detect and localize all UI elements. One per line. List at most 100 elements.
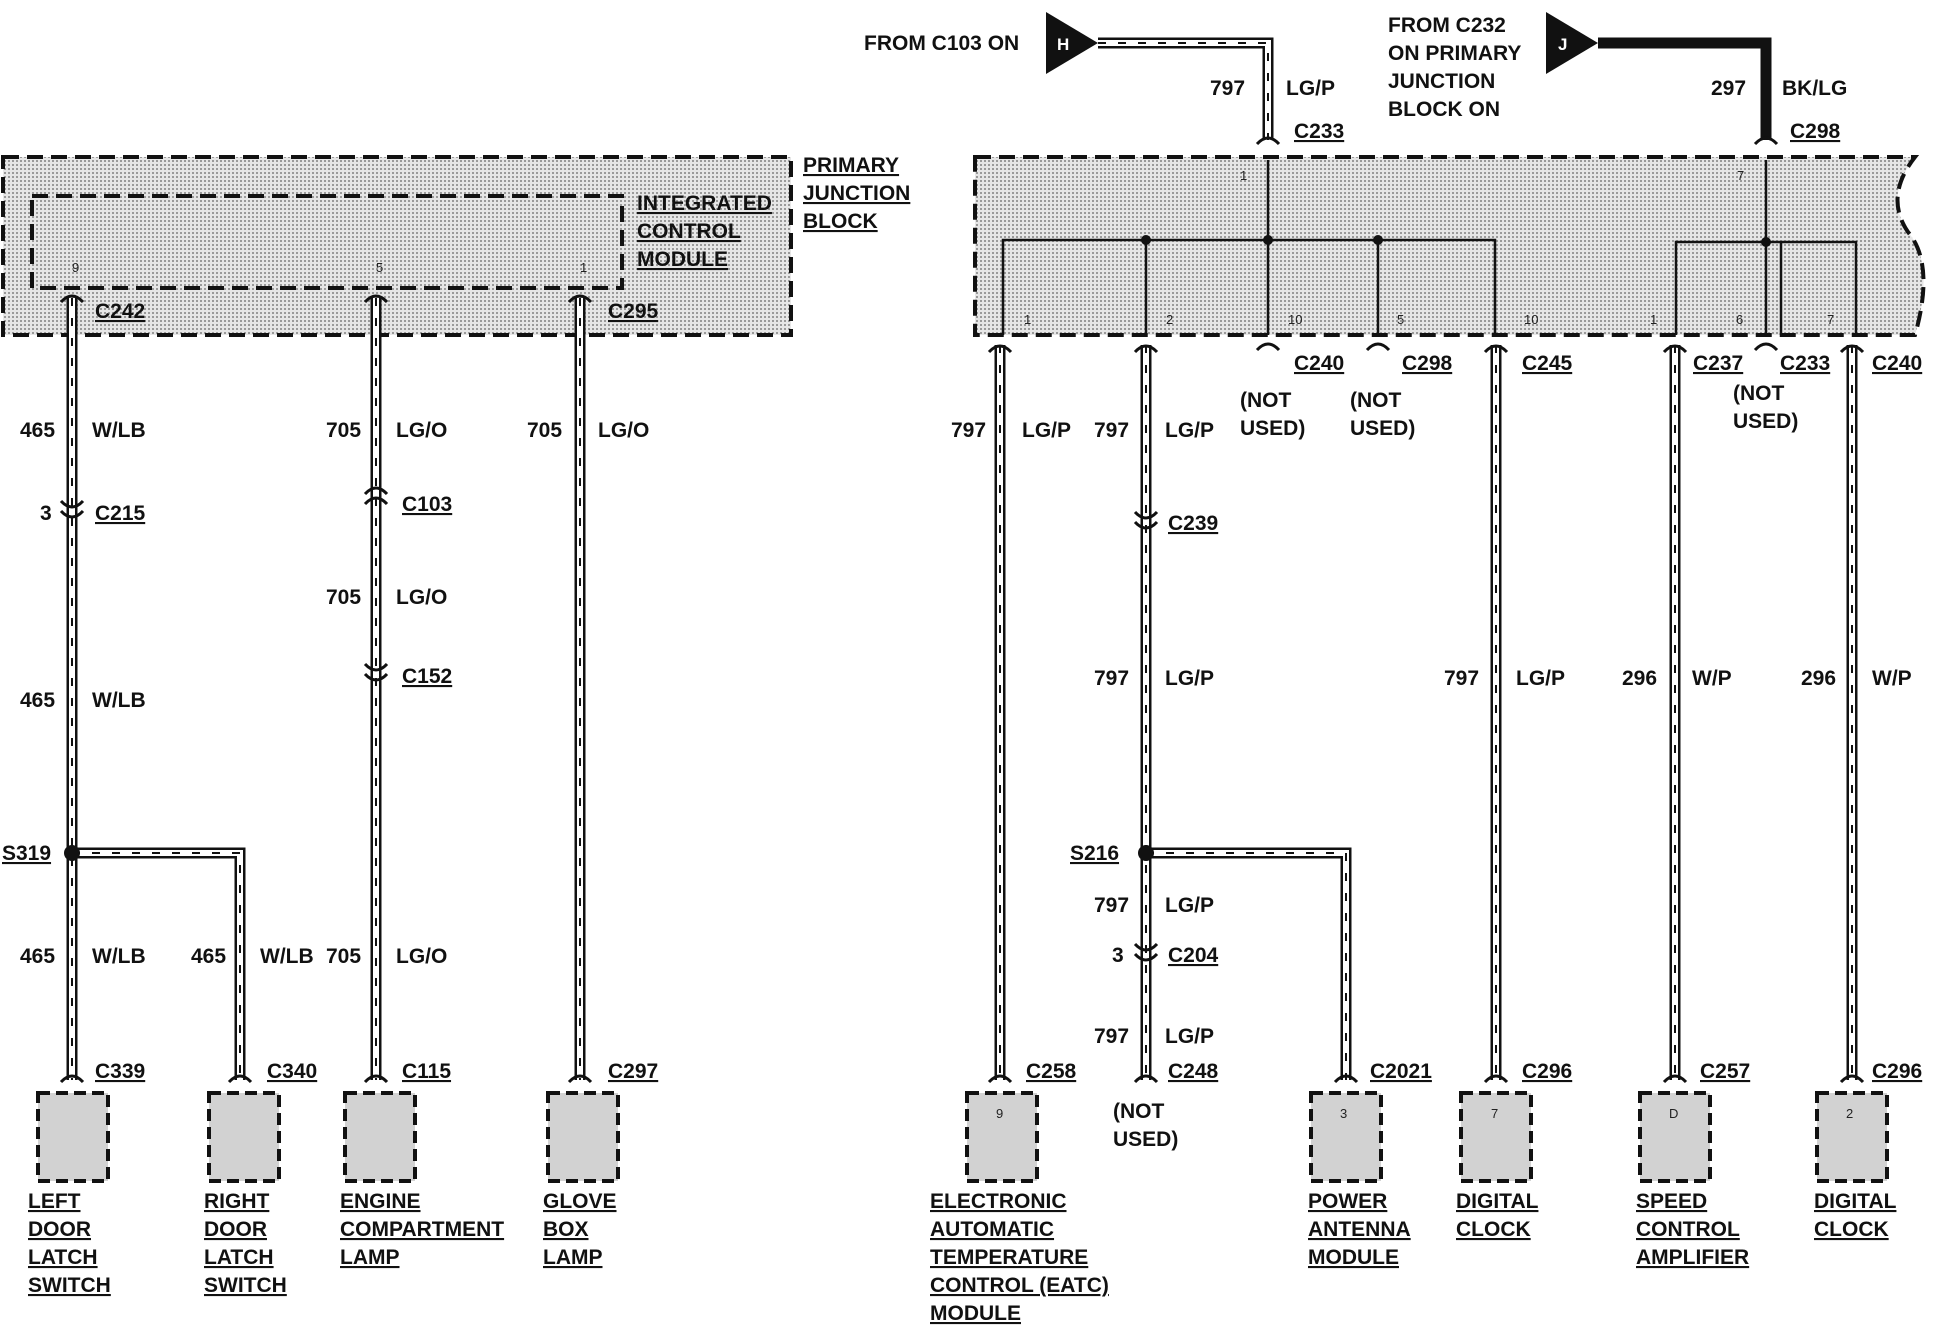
component-label: DOOR <box>204 1218 267 1241</box>
wire-circuit: 797 <box>1210 77 1245 100</box>
connector-label: C239 <box>1168 512 1218 535</box>
component-label: RIGHT <box>204 1190 270 1213</box>
wire-297-source-j <box>1598 37 1772 140</box>
connector-label: C258 <box>1026 1060 1077 1083</box>
icm-label-line: INTEGRATED <box>637 192 772 215</box>
component-glove-box-lamp: GLOVE BOX LAMP <box>543 1091 620 1269</box>
not-used-note: USED) <box>1113 1128 1178 1151</box>
connector-label: C240 <box>1872 352 1922 375</box>
wire-circuit: 797 <box>1094 1025 1129 1048</box>
splice-labels: S319 S216 <box>2 842 1119 865</box>
connector-label: C233 <box>1294 120 1344 143</box>
wire-circuit: 296 <box>1801 667 1836 690</box>
pin-number: 2 <box>1166 312 1173 327</box>
component-label: LAMP <box>340 1246 400 1269</box>
connector-label: C298 <box>1790 120 1841 143</box>
component-label: MODULE <box>930 1302 1021 1325</box>
connector-c237 <box>1662 344 1688 354</box>
component-label: SWITCH <box>28 1274 111 1297</box>
component-label: DIGITAL <box>1814 1190 1897 1213</box>
wire-circuit: 465 <box>191 945 226 968</box>
wire-797-source-h <box>1098 37 1274 140</box>
pin-number: 1 <box>1024 312 1031 327</box>
wire-color: LG/O <box>396 586 447 609</box>
wire-color: W/LB <box>92 945 146 968</box>
not-used-note: USED) <box>1350 417 1415 440</box>
connector-label: C340 <box>267 1060 317 1083</box>
source-j: FROM C232 ON PRIMARY JUNCTION BLOCK ON J <box>1388 12 1598 121</box>
component-label: DOOR <box>28 1218 91 1241</box>
connector-c5 <box>363 294 389 304</box>
wire-circuit: 797 <box>1444 667 1479 690</box>
connector-c2021 <box>1333 1074 1359 1084</box>
source-j-letter: J <box>1558 35 1567 54</box>
component-label: AUTOMATIC <box>930 1218 1054 1241</box>
wire-color: LG/P <box>1286 77 1335 100</box>
icm-label-line: CONTROL <box>637 220 741 243</box>
not-used-note: USED) <box>1733 410 1798 433</box>
pin-number: 9 <box>72 260 79 275</box>
component-left-door-latch-switch: LEFT DOOR LATCH SWITCH <box>28 1091 111 1297</box>
component-pin: 7 <box>1491 1106 1498 1121</box>
connector-c103 <box>363 486 389 506</box>
wire-color: LG/P <box>1165 667 1214 690</box>
source-h: FROM C103 ON H <box>864 12 1098 74</box>
component-label: LATCH <box>204 1246 274 1269</box>
component-label: CONTROL (EATC) <box>930 1274 1109 1297</box>
connector-c152 <box>363 662 389 682</box>
not-used-note: (NOT <box>1733 382 1784 405</box>
component-label: ENGINE <box>340 1190 421 1213</box>
wire-circuit: 465 <box>20 689 55 712</box>
component-digital-clock-b: 2 DIGITAL CLOCK <box>1814 1091 1897 1241</box>
component-right-door-latch-switch: RIGHT DOOR LATCH SWITCH <box>204 1091 287 1297</box>
source-j-text: FROM C232 <box>1388 14 1506 37</box>
connector-c233b <box>1753 342 1779 352</box>
splice-label: S216 <box>1070 842 1119 865</box>
wire-color: W/P <box>1692 667 1732 690</box>
component-label: LATCH <box>28 1246 98 1269</box>
component-label: COMPARTMENT <box>340 1218 504 1241</box>
connector-c339 <box>59 1074 85 1084</box>
component-label: SPEED <box>1636 1190 1707 1213</box>
component-label: BOX <box>543 1218 589 1241</box>
connector-label: C298 <box>1402 352 1453 375</box>
connector-label: C257 <box>1700 1060 1750 1083</box>
component-box <box>207 1091 281 1183</box>
wire-465-right-branch <box>72 847 246 1080</box>
wire-circuit: 705 <box>326 945 361 968</box>
wire-color: LG/O <box>396 419 447 442</box>
component-label: GLOVE <box>543 1190 617 1213</box>
connector-label: C245 <box>1522 352 1573 375</box>
connector-label: C152 <box>402 665 452 688</box>
internal-bus <box>1001 160 1858 335</box>
connector-pin: 3 <box>40 502 52 525</box>
connector-c258 <box>987 1074 1013 1084</box>
wire-circuit: 797 <box>1094 667 1129 690</box>
wire-circuit: 465 <box>20 419 55 442</box>
wire-color: LG/O <box>396 945 447 968</box>
connector-label: C248 <box>1168 1060 1219 1083</box>
component-label: TEMPERATURE <box>930 1246 1088 1269</box>
wire-circuit: 297 <box>1711 77 1746 100</box>
wire-color: LG/P <box>1165 1025 1214 1048</box>
component-box <box>1815 1091 1889 1183</box>
wire-circuit: 705 <box>527 419 562 442</box>
wire-color: W/P <box>1872 667 1912 690</box>
connector-c233-top <box>1255 136 1281 146</box>
pjb-label-line: PRIMARY <box>803 154 899 177</box>
connector-c115 <box>363 1074 389 1084</box>
wire-color: BK/LG <box>1782 77 1847 100</box>
not-used-note: (NOT <box>1350 389 1401 412</box>
connector-c297 <box>567 1074 593 1084</box>
connector-pin-labels: 3 3 <box>40 502 1124 967</box>
not-used-note: (NOT <box>1113 1100 1164 1123</box>
wire-circuit: 797 <box>1094 894 1129 917</box>
component-engine-compartment-lamp: ENGINE COMPARTMENT LAMP <box>340 1091 504 1269</box>
connector-c215 <box>59 499 85 519</box>
connector-c248 <box>1133 1074 1159 1084</box>
component-pin: D <box>1669 1106 1678 1121</box>
connector-label: C215 <box>95 502 146 525</box>
pjb-label: PRIMARY JUNCTION BLOCK <box>803 154 910 233</box>
connector-label: C237 <box>1693 352 1743 375</box>
